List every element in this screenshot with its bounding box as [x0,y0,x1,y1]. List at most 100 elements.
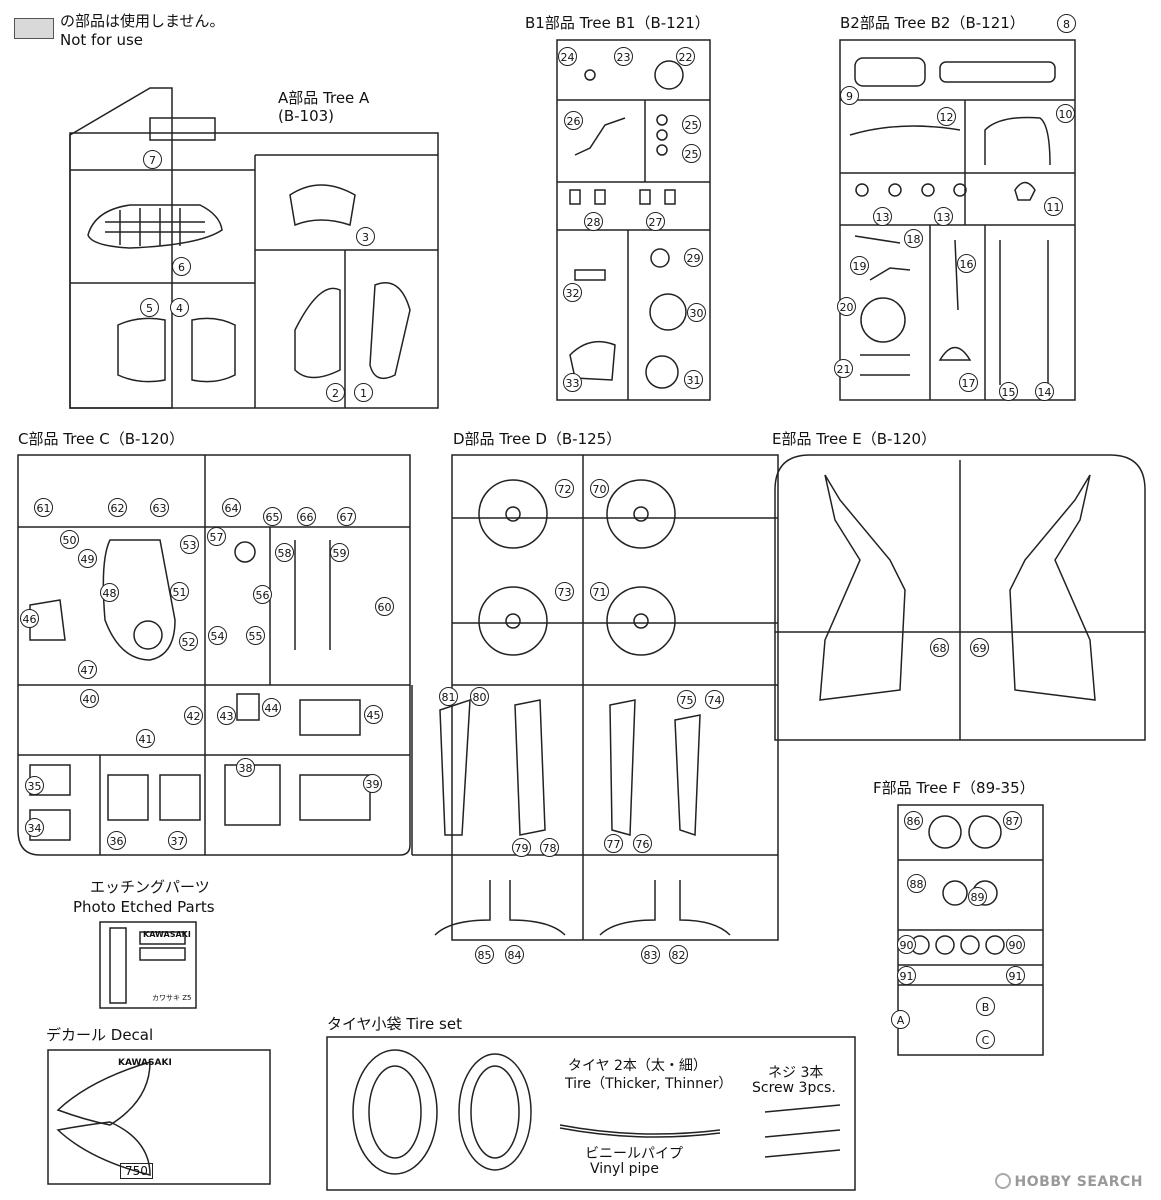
part-number: 58 [275,543,294,562]
tree-e-runner [774,454,1146,741]
part-number: 63 [150,498,169,517]
watermark: HOBBY SEARCH [994,1173,1143,1190]
part-number: 9 [840,86,859,105]
etched-title-en: Photo Etched Parts [73,898,215,916]
part-number: 5 [140,298,159,317]
tire-thick [352,1049,438,1175]
part-number: A [891,1010,910,1029]
screw-label-jp: ネジ 3本 [768,1065,824,1081]
vinyl-pipe [559,1124,721,1138]
part-number: 40 [80,689,99,708]
part-number: 4 [170,298,189,317]
part-number: 43 [217,706,236,725]
part-number: 71 [590,582,609,601]
part-number: 75 [677,690,696,709]
part-number: 91 [1006,966,1025,985]
tree-a-title: A部品 Tree A [278,89,370,107]
part-number: 80 [470,687,489,706]
part-number: 83 [641,945,660,964]
part-number: 26 [564,111,583,130]
tank-half-left [294,287,341,379]
tree-f-title: F部品 Tree F（89-35） [873,779,1035,797]
etched-plate-small: カワサキ Z5 [152,994,192,1002]
part-number: 24 [558,47,577,66]
part-number: 39 [363,774,382,793]
bracket-part [149,117,216,141]
tree-b2-title: B2部品 Tree B2（B-121） [840,14,1025,32]
part-number: 19 [850,256,869,275]
part-number: 37 [168,831,187,850]
part-number: 52 [179,632,198,651]
part-number: 25 [682,144,701,163]
part-number: 51 [170,582,189,601]
part-number: 6 [172,257,191,276]
part-number: 21 [834,359,853,378]
part-number: 23 [614,47,633,66]
part-number: 70 [590,479,609,498]
part-number: 69 [970,638,989,657]
part-number: 41 [136,729,155,748]
legend-en: Not for use [60,31,143,49]
screws [764,1104,841,1158]
chain-cover-part [102,539,176,661]
part-number: 7 [143,150,162,169]
part-number: 17 [959,373,978,392]
tree-a-code: (B-103) [278,107,335,125]
part-number: 46 [20,609,39,628]
tire-label-en: Tire（Thicker, Thinner） [565,1076,733,1092]
decal-number: 750 [120,1163,153,1179]
part-number: 81 [439,687,458,706]
part-number: 90 [1006,935,1025,954]
part-number: 31 [684,370,703,389]
part-number: 76 [633,834,652,853]
part-number: 38 [236,758,255,777]
part-number: 44 [262,698,281,717]
etched-plate [99,921,197,1009]
part-number: 15 [999,382,1018,401]
part-number: 65 [263,507,282,526]
part-number: 11 [1044,197,1063,216]
tail-cowl-part [289,184,356,227]
part-number: 28 [584,212,603,231]
watermark-text: HOBBY SEARCH [1014,1174,1143,1190]
part-number: 85 [475,945,494,964]
part-number: 67 [337,507,356,526]
hobbysearch-logo-icon [994,1173,1011,1189]
tank-half-right [369,282,411,380]
frame-right-half [1009,474,1096,701]
part-number: 3 [356,227,375,246]
legend-jp: の部品は使用しません。 [60,12,225,30]
part-number: 16 [957,254,976,273]
part-number: 13 [873,207,892,226]
part-number: 86 [904,811,923,830]
part-number: 22 [676,47,695,66]
part-number: 77 [604,834,623,853]
part-number: 88 [907,874,926,893]
part-number: 54 [208,626,227,645]
part-number: 48 [100,583,119,602]
tree-d-runner [451,454,779,941]
part-number: 32 [563,283,582,302]
part-number: 27 [646,212,665,231]
not-for-use-swatch [14,18,54,39]
part-number: 57 [207,527,226,546]
tree-a-runner [69,132,439,409]
part-number: 60 [375,597,394,616]
frame-left-half [819,474,906,701]
part-number: 78 [540,838,559,857]
seat-part [87,204,223,249]
part-number: 14 [1035,382,1054,401]
part-number: 55 [246,626,265,645]
part-number: 10 [1056,104,1075,123]
part-number: 20 [837,297,856,316]
part-number: 36 [107,831,126,850]
part-number: 8 [1057,14,1076,33]
part-number: 18 [904,229,923,248]
part-number: 72 [555,479,574,498]
pipe-label-en: Vinyl pipe [590,1161,659,1177]
part-number: 35 [25,776,44,795]
etched-plate-text: KAWASAKI [143,930,191,939]
part-number: 25 [682,115,701,134]
part-number: 91 [897,966,916,985]
